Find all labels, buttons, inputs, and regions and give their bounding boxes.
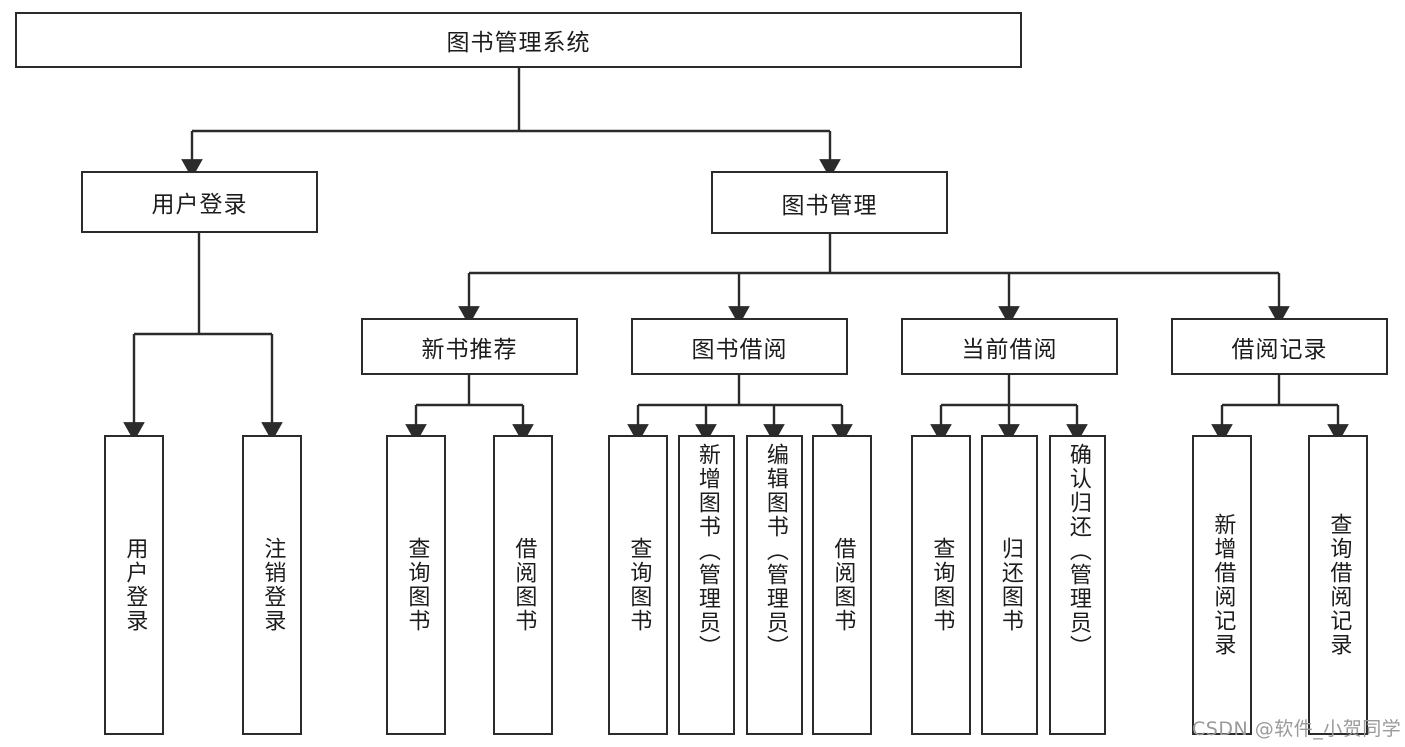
node-book-borrow[interactable]: 图书借阅 (631, 318, 848, 375)
node-label: 确认归还（管理员） (1065, 443, 1091, 659)
leaf-query-book-newbook[interactable]: 查询图书 (386, 435, 446, 735)
leaf-logout[interactable]: 注销登录 (242, 435, 302, 735)
node-label: 编辑图书（管理员） (762, 443, 788, 659)
node-label: 借阅记录 (1231, 336, 1328, 363)
node-label: 图书管理 (781, 192, 878, 219)
node-label: 查询图书 (929, 537, 955, 633)
leaf-add-borrow-record[interactable]: 新增借阅记录 (1192, 435, 1252, 735)
node-label: 查询图书 (404, 537, 430, 633)
leaf-user-login[interactable]: 用户登录 (104, 435, 164, 735)
node-label: 用户登录 (151, 192, 248, 218)
leaf-borrow-book[interactable]: 借阅图书 (812, 435, 872, 735)
node-user-login[interactable]: 用户登录 (81, 171, 318, 233)
node-book-management[interactable]: 图书管理 (711, 171, 948, 234)
node-label: 当前借阅 (961, 336, 1058, 363)
node-label: 查询借阅记录 (1326, 513, 1352, 657)
leaf-borrow-book-newbook[interactable]: 借阅图书 (493, 435, 553, 735)
node-label: 查询图书 (626, 537, 652, 633)
leaf-add-book-admin[interactable]: 新增图书（管理员） (678, 435, 735, 735)
node-current-borrow[interactable]: 当前借阅 (901, 318, 1118, 375)
node-label: 借阅图书 (511, 537, 537, 633)
node-new-book-recommendation[interactable]: 新书推荐 (361, 318, 578, 375)
leaf-query-book-current[interactable]: 查询图书 (911, 435, 971, 735)
node-label: 借阅图书 (830, 537, 856, 633)
leaf-edit-book-admin[interactable]: 编辑图书（管理员） (746, 435, 803, 735)
node-label: 注销登录 (260, 537, 286, 633)
node-label: 用户登录 (122, 537, 148, 633)
leaf-return-book[interactable]: 归还图书 (981, 435, 1038, 735)
node-root-book-management-system[interactable]: 图书管理系统 (15, 12, 1022, 68)
csdn-watermark: CSDN @软件_小贺同学 (1192, 718, 1402, 740)
node-borrow-record[interactable]: 借阅记录 (1171, 318, 1388, 375)
node-label: 图书管理系统 (446, 30, 591, 56)
node-label: 新增图书（管理员） (694, 443, 720, 659)
leaf-confirm-return-admin[interactable]: 确认归还（管理员） (1049, 435, 1106, 735)
node-label: 新书推荐 (421, 336, 518, 363)
leaf-query-book-borrow[interactable]: 查询图书 (608, 435, 668, 735)
node-label: 新增借阅记录 (1210, 513, 1236, 657)
leaf-query-borrow-record[interactable]: 查询借阅记录 (1308, 435, 1368, 735)
node-label: 图书借阅 (691, 336, 788, 363)
node-label: 归还图书 (997, 537, 1023, 633)
